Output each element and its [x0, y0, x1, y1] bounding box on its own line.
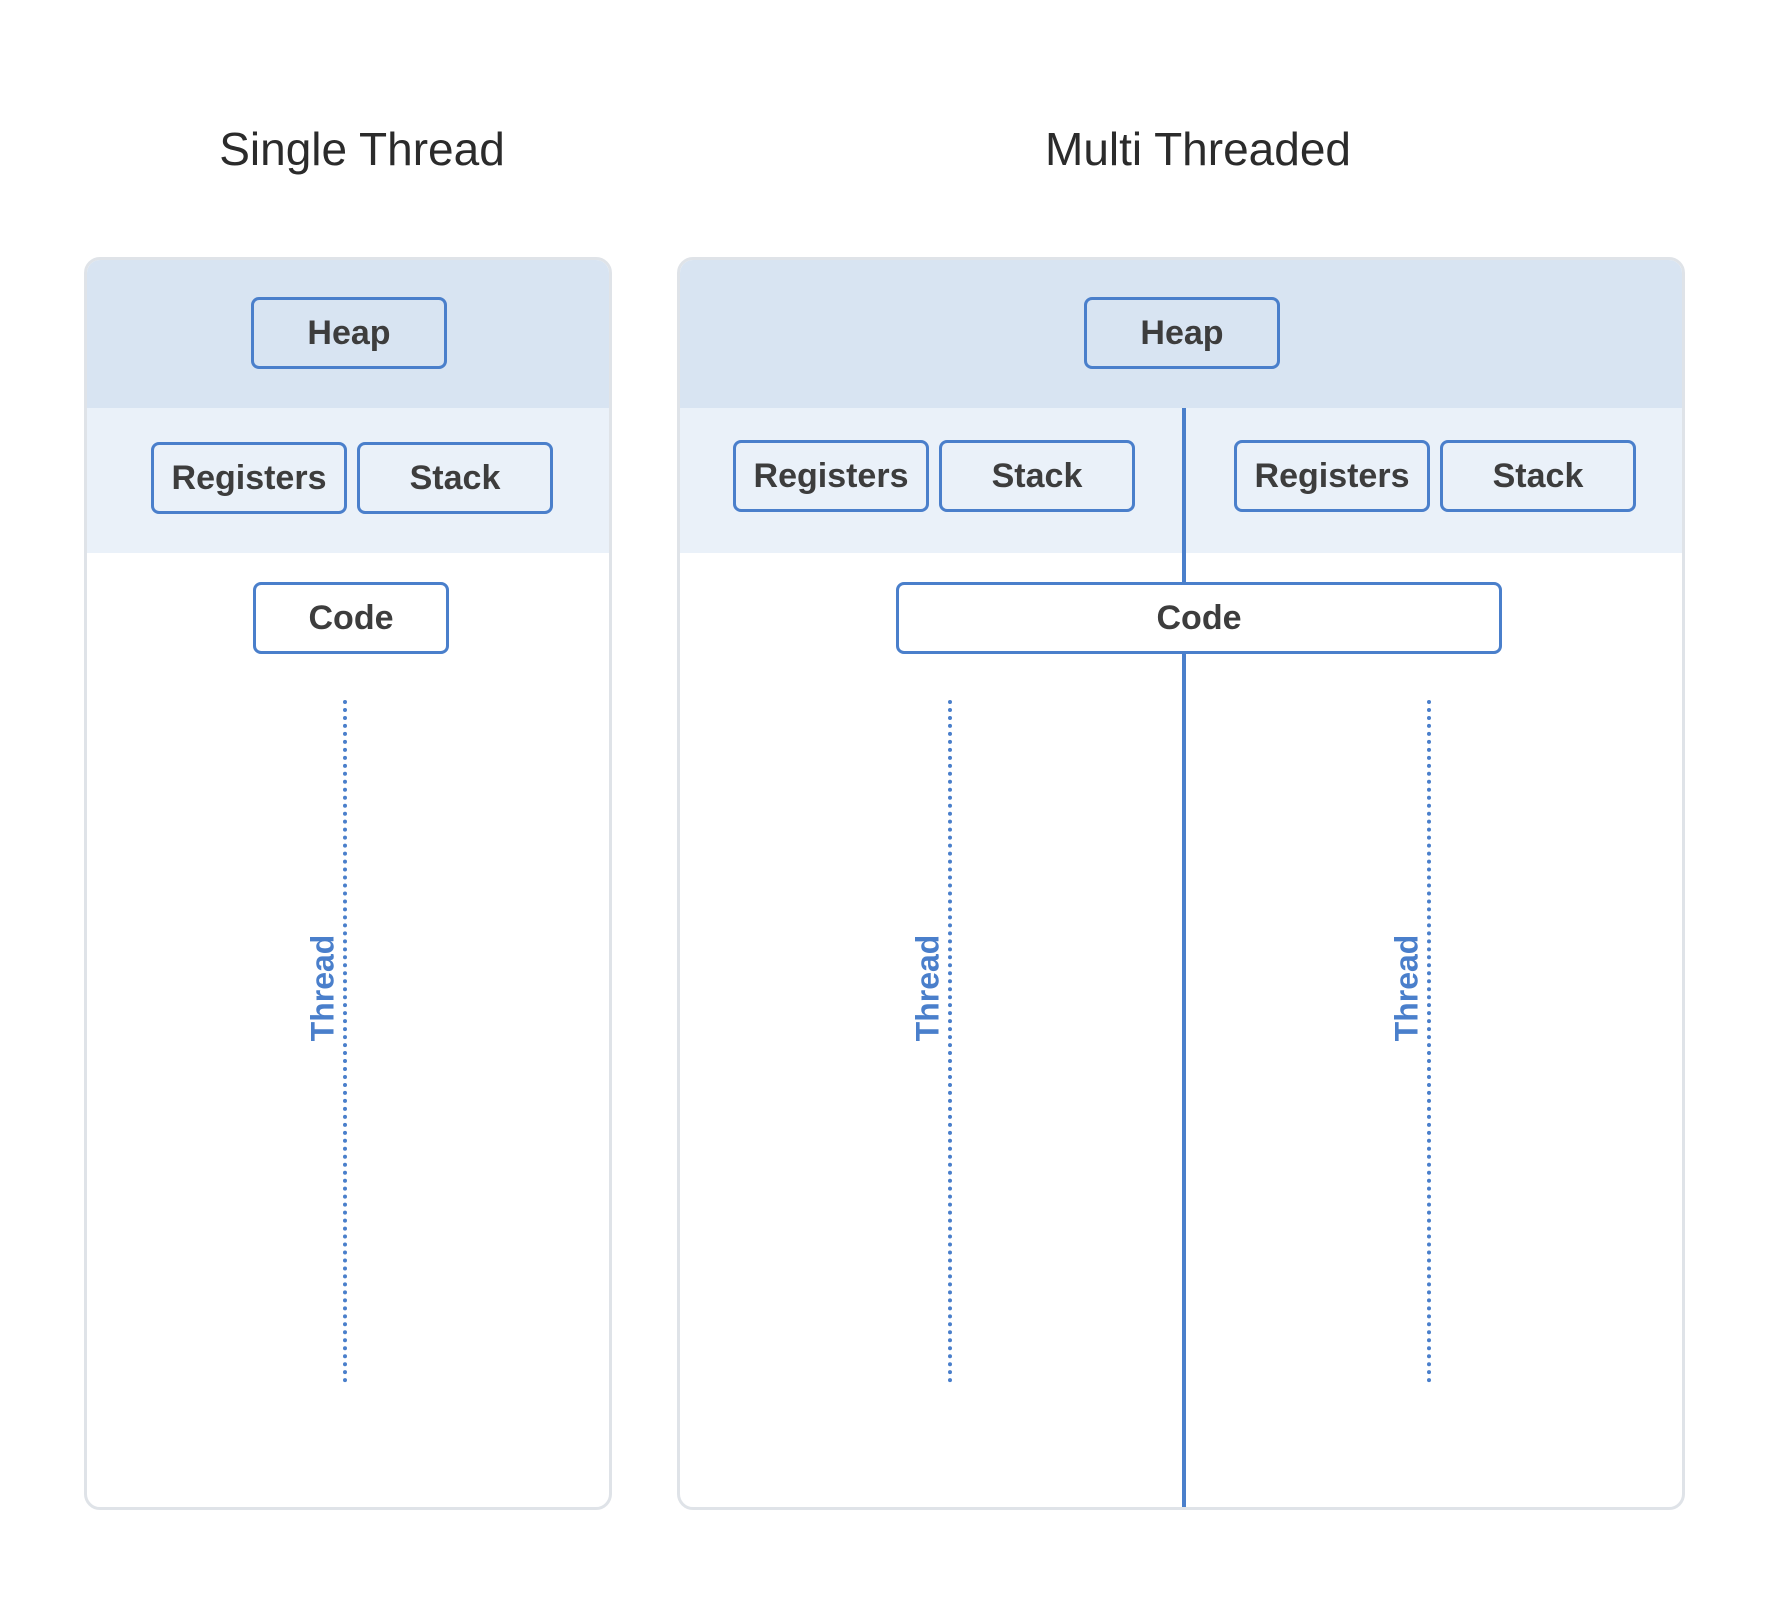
thread-2-line	[1427, 700, 1431, 1383]
multi-threaded-title: Multi Threaded	[1045, 123, 1351, 175]
thread-1-registers-box: Registers	[733, 440, 929, 512]
thread-2-stack-box: Stack	[1440, 440, 1636, 512]
single-thread-title: Single Thread	[219, 123, 505, 175]
multi-threaded-panel: Heap Registers Stack Registers Stack Cod…	[677, 257, 1685, 1510]
shared-code-box: Code	[896, 582, 1502, 654]
code-box: Code	[253, 582, 449, 654]
single-thread-panel: Heap Registers Stack Code Thread	[84, 257, 612, 1510]
thread-2-label: Thread	[1388, 934, 1425, 1042]
registers-box: Registers	[151, 442, 347, 514]
thread-2-registers-box: Registers	[1234, 440, 1430, 512]
thread-line	[343, 700, 347, 1383]
registers-band	[680, 408, 1682, 553]
stack-box: Stack	[357, 442, 553, 514]
thread-1-stack-box: Stack	[939, 440, 1135, 512]
thread-divider-line	[1182, 408, 1186, 1507]
heap-box: Heap	[1084, 297, 1280, 369]
registers-band	[87, 408, 609, 553]
heap-band	[87, 260, 609, 408]
heap-box: Heap	[251, 297, 447, 369]
thread-1-label: Thread	[909, 934, 946, 1042]
thread-label: Thread	[304, 934, 341, 1042]
thread-1-line	[948, 700, 952, 1383]
heap-band	[680, 260, 1682, 408]
